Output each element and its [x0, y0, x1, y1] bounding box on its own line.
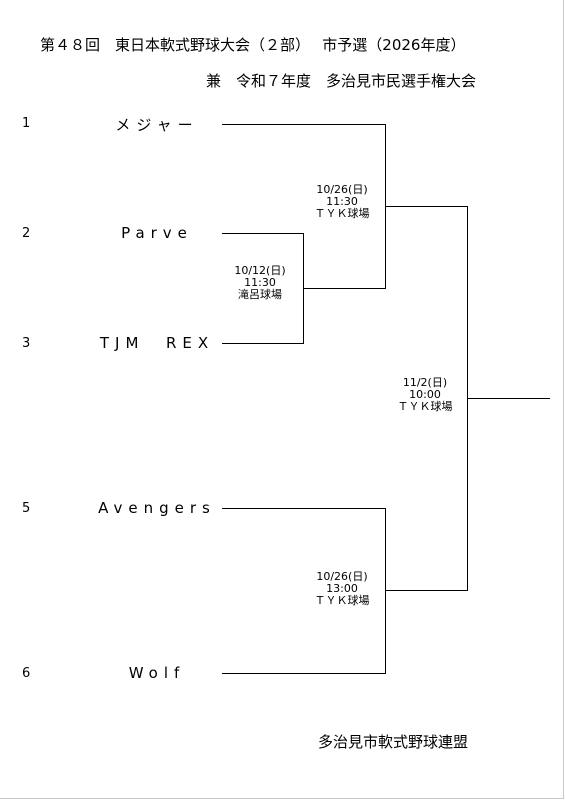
match-date: 11/2(日): [402, 376, 448, 389]
match-time: 10:00: [409, 388, 441, 401]
match-time: 11:30: [326, 195, 358, 208]
match-date: 10/26(日): [316, 183, 368, 196]
match-date: 10/26(日): [316, 570, 368, 583]
match-info-semi-top: 10/26(日) 11:30 ＴＹＫ球場: [306, 184, 378, 220]
team-name: Wolf: [128, 664, 186, 682]
match-venue: 滝呂球場: [238, 288, 282, 301]
organizer-name: 多治見市軟式野球連盟: [318, 733, 469, 751]
tournament-title: 第４８回 東日本軟式野球大会（２部） 市予選（2026年度）: [40, 36, 466, 54]
team-name: Parve: [121, 224, 193, 242]
match-venue: ＴＹＫ球場: [397, 400, 453, 413]
seed-number: 6: [22, 666, 31, 681]
team-name: Avengers: [98, 499, 216, 517]
match-venue: ＴＹＫ球場: [314, 594, 370, 607]
seed-number: 5: [22, 501, 31, 516]
match-time: 11:30: [244, 276, 276, 289]
seed-number: 3: [22, 336, 31, 351]
match-info-semi-bottom: 10/26(日) 13:00 ＴＹＫ球場: [306, 571, 378, 607]
match-info-final: 11/2(日) 10:00 ＴＹＫ球場: [389, 377, 461, 413]
match-venue: ＴＹＫ球場: [314, 207, 370, 220]
match-info-2v3: 10/12(日) 11:30 滝呂球場: [224, 265, 296, 301]
seed-number: 1: [22, 116, 31, 131]
seed-number: 2: [22, 226, 31, 241]
team-name: TJM REX: [99, 334, 215, 352]
team-name: メジャー: [115, 116, 199, 134]
tournament-subtitle: 兼 令和７年度 多治見市民選手権大会: [206, 72, 477, 90]
match-time: 13:00: [326, 582, 358, 595]
match-date: 10/12(日): [234, 264, 286, 277]
